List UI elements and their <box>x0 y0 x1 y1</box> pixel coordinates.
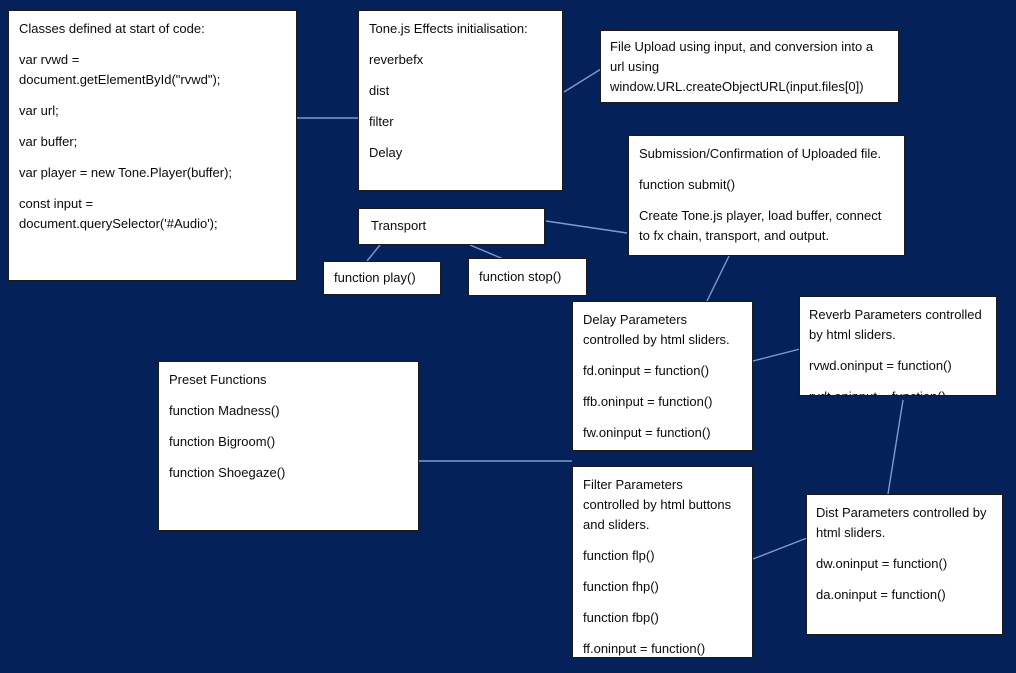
submission-box-description: Create Tone.js player, load buffer, conn… <box>639 208 882 243</box>
dist-box-dw-oninput: dw.oninput = function() <box>816 556 948 571</box>
connector-effects-file-upload <box>563 68 602 93</box>
connector-transport-play <box>366 244 381 262</box>
preset-box-title: Preset Functions <box>169 372 267 387</box>
function-stop-label: function stop() <box>479 269 562 284</box>
filter-box-ff-oninput: ff.oninput = function() <box>583 641 706 656</box>
delay-box-fw-oninput: fw.oninput = function() <box>583 425 711 440</box>
delay-box-fd-oninput: fd.oninput = function() <box>583 363 710 378</box>
connector-transport-submission <box>545 220 628 234</box>
classes-box: Classes defined at start of code: var rv… <box>8 10 297 281</box>
delay-box-ffb-oninput: ffb.oninput = function() <box>583 394 713 409</box>
file-upload-box: File Upload using input, and conversion … <box>600 30 899 103</box>
reverb-box-rvwd-oninput: rvwd.oninput = function() <box>809 358 952 373</box>
preset-box-function-madness: function Madness() <box>169 403 280 418</box>
effects-box-reverbefx: reverbefx <box>369 52 424 67</box>
preset-box-function-bigroom: function Bigroom() <box>169 434 276 449</box>
function-play-label: function play() <box>334 270 416 285</box>
transport-box: Transport <box>358 208 545 245</box>
connector-submission-delay <box>706 255 730 302</box>
preset-box-function-shoegaze: function Shoegaze() <box>169 465 286 480</box>
classes-box-var-rvwd: var rvwd = document.getElementById("rvwd… <box>19 52 221 87</box>
reverb-box-rvdt-oninput: rvdt.oninput = function() <box>809 387 987 395</box>
filter-box-function-flp: function flp() <box>583 548 655 563</box>
dist-box-title: Dist Parameters controlled by html slide… <box>816 505 987 540</box>
function-stop-box: function stop() <box>468 258 587 296</box>
dist-box-da-oninput: da.oninput = function() <box>816 587 946 602</box>
filter-box-function-fbp: function fbp() <box>583 610 659 625</box>
file-upload-box-text: File Upload using input, and conversion … <box>610 39 874 94</box>
preset-functions-box: Preset Functions function Madness() func… <box>158 361 419 531</box>
classes-box-var-url: var url; <box>19 103 59 118</box>
connector-filter-dist <box>752 537 808 560</box>
function-play-box: function play() <box>323 261 441 295</box>
reverb-box-title: Reverb Parameters controlled by html sli… <box>809 307 982 342</box>
classes-box-title: Classes defined at start of code: <box>19 21 205 36</box>
connector-reverb-dist <box>887 399 904 495</box>
effects-box-delay: Delay <box>369 145 403 160</box>
filter-box-function-fhp: function fhp() <box>583 579 659 594</box>
effects-box-filter: filter <box>369 114 394 129</box>
submission-box: Submission/Confirmation of Uploaded file… <box>628 135 905 256</box>
submission-box-function-submit: function submit() <box>639 177 736 192</box>
delay-box-title: Delay Parameters controlled by html slid… <box>583 312 730 347</box>
filter-parameters-box: Filter Parameters controlled by html but… <box>572 466 753 658</box>
filter-box-title: Filter Parameters controlled by html but… <box>583 477 732 532</box>
effects-box: Tone.js Effects initialisation: reverbef… <box>358 10 563 191</box>
delay-parameters-box: Delay Parameters controlled by html slid… <box>572 301 753 451</box>
dist-parameters-box: Dist Parameters controlled by html slide… <box>806 494 1003 635</box>
classes-box-var-player: var player = new Tone.Player(buffer); <box>19 165 233 180</box>
classes-box-const-input: const input = document.querySelector('#A… <box>19 196 218 231</box>
effects-box-title: Tone.js Effects initialisation: <box>369 21 528 36</box>
effects-box-dist: dist <box>369 83 390 98</box>
submission-box-title: Submission/Confirmation of Uploaded file… <box>639 146 882 161</box>
connector-delay-reverb <box>752 348 801 362</box>
transport-box-title: Transport <box>371 218 427 233</box>
reverb-parameters-box: Reverb Parameters controlled by html sli… <box>799 296 997 396</box>
classes-box-var-buffer: var buffer; <box>19 134 78 149</box>
